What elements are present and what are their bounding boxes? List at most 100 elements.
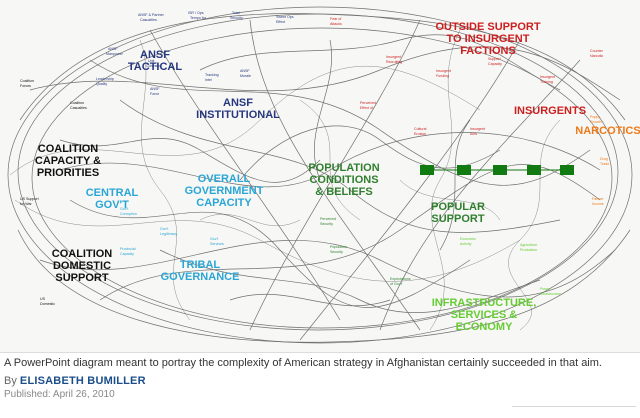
svg-text:Insurgent: Insurgent [386, 55, 401, 59]
svg-text:Capacity: Capacity [488, 62, 502, 66]
byline-prefix: By [4, 375, 17, 387]
svg-text:Manpower: Manpower [106, 52, 124, 56]
svg-text:Effect: Effect [276, 20, 285, 24]
author-link[interactable]: ELISABETH BUMILLER [19, 375, 146, 387]
svg-text:Activity: Activity [460, 242, 472, 246]
svg-text:Production: Production [520, 248, 537, 252]
svg-text:for War: for War [20, 202, 32, 206]
cluster-narcotics: NARCOTICS [575, 125, 640, 137]
svg-text:Recruiting: Recruiting [386, 60, 402, 64]
svg-text:ANSF & Partner: ANSF & Partner [138, 13, 165, 17]
svg-text:Attacks: Attacks [330, 22, 342, 26]
svg-text:Sweet Ops: Sweet Ops [276, 15, 294, 19]
svg-text:Provincial: Provincial [120, 247, 136, 251]
svg-text:Force: Force [150, 92, 159, 96]
byline: By ELISABETH BUMILLER [4, 374, 146, 388]
svg-text:Gov't: Gov't [120, 207, 128, 211]
svg-text:Income: Income [592, 202, 604, 206]
svg-text:Acts: Acts [470, 132, 477, 136]
divider [512, 406, 636, 407]
svg-text:Insurgent: Insurgent [436, 69, 451, 73]
svg-text:Drug: Drug [600, 157, 608, 161]
svg-text:Security: Security [330, 250, 343, 254]
svg-text:Domestic: Domestic [40, 302, 55, 306]
svg-text:Narcotic: Narcotic [590, 54, 603, 58]
svg-text:US: US [40, 297, 46, 301]
svg-text:Capacity: Capacity [120, 252, 134, 256]
svg-text:ANSF: ANSF [240, 69, 250, 73]
cluster-insurgents: INSURGENTS [514, 105, 586, 117]
svg-text:Infrastructure: Infrastructure [540, 292, 561, 296]
svg-text:Counter: Counter [590, 49, 604, 53]
svg-text:Funding: Funding [436, 74, 449, 78]
svg-text:Insurgent: Insurgent [540, 75, 555, 79]
svg-text:Economic: Economic [460, 237, 476, 241]
svg-text:Coalition: Coalition [70, 101, 84, 105]
svg-text:Leadership: Leadership [96, 77, 114, 81]
svg-text:Forces: Forces [20, 84, 31, 88]
svg-text:Poppy: Poppy [590, 115, 600, 119]
svg-text:Unit: Unit [148, 59, 154, 63]
svg-text:Insurgent: Insurgent [470, 127, 485, 131]
image-caption: A PowerPoint diagram meant to portray th… [4, 357, 602, 369]
svg-text:Morale: Morale [240, 74, 251, 78]
svg-text:Fear of: Fear of [330, 17, 341, 21]
svg-text:Effect of: Effect of [360, 106, 373, 110]
svg-text:Corruption: Corruption [120, 212, 137, 216]
svg-text:ANSF: ANSF [150, 87, 160, 91]
svg-text:Power: Power [540, 287, 551, 291]
svg-text:Agriculture: Agriculture [520, 243, 537, 247]
svg-text:Security: Security [230, 16, 243, 20]
svg-text:ISR / Ops: ISR / Ops [188, 11, 204, 15]
svg-text:Erosion: Erosion [414, 132, 426, 136]
svg-text:Expectations: Expectations [390, 277, 411, 281]
svg-text:Cohesion: Cohesion [146, 64, 161, 68]
svg-text:Support: Support [488, 57, 501, 61]
svg-text:Security: Security [320, 222, 333, 226]
cluster-infrastructure: INFRASTRUCTURE,SERVICES &ECONOMY [432, 297, 537, 333]
svg-text:Perceived: Perceived [360, 101, 376, 105]
svg-text:ANSF: ANSF [108, 47, 118, 51]
svg-text:Casualties: Casualties [70, 106, 87, 110]
svg-text:Gov't: Gov't [160, 227, 168, 231]
svg-text:Total: Total [232, 11, 240, 15]
svg-text:Legitimacy: Legitimacy [160, 232, 177, 236]
svg-text:Intel: Intel [205, 78, 212, 82]
svg-text:Tracking: Tracking [205, 73, 219, 77]
svg-text:Tempo for: Tempo for [190, 16, 207, 20]
svg-text:Quality: Quality [96, 82, 107, 86]
svg-text:Casualties: Casualties [140, 18, 157, 22]
svg-text:Growth: Growth [590, 120, 602, 124]
popular-support-chain [420, 165, 574, 175]
svg-text:Population: Population [330, 245, 347, 249]
svg-text:Cultural: Cultural [414, 127, 427, 131]
svg-text:Coalition: Coalition [20, 79, 34, 83]
svg-text:Trade: Trade [600, 162, 609, 166]
svg-text:Training: Training [540, 80, 553, 84]
svg-text:Farmer: Farmer [592, 197, 604, 201]
svg-text:Gov't: Gov't [210, 237, 218, 241]
svg-text:of Gov't: of Gov't [390, 282, 402, 286]
svg-text:US Support: US Support [20, 197, 39, 201]
svg-text:Services: Services [210, 242, 224, 246]
svg-text:Perceived: Perceived [320, 217, 336, 221]
